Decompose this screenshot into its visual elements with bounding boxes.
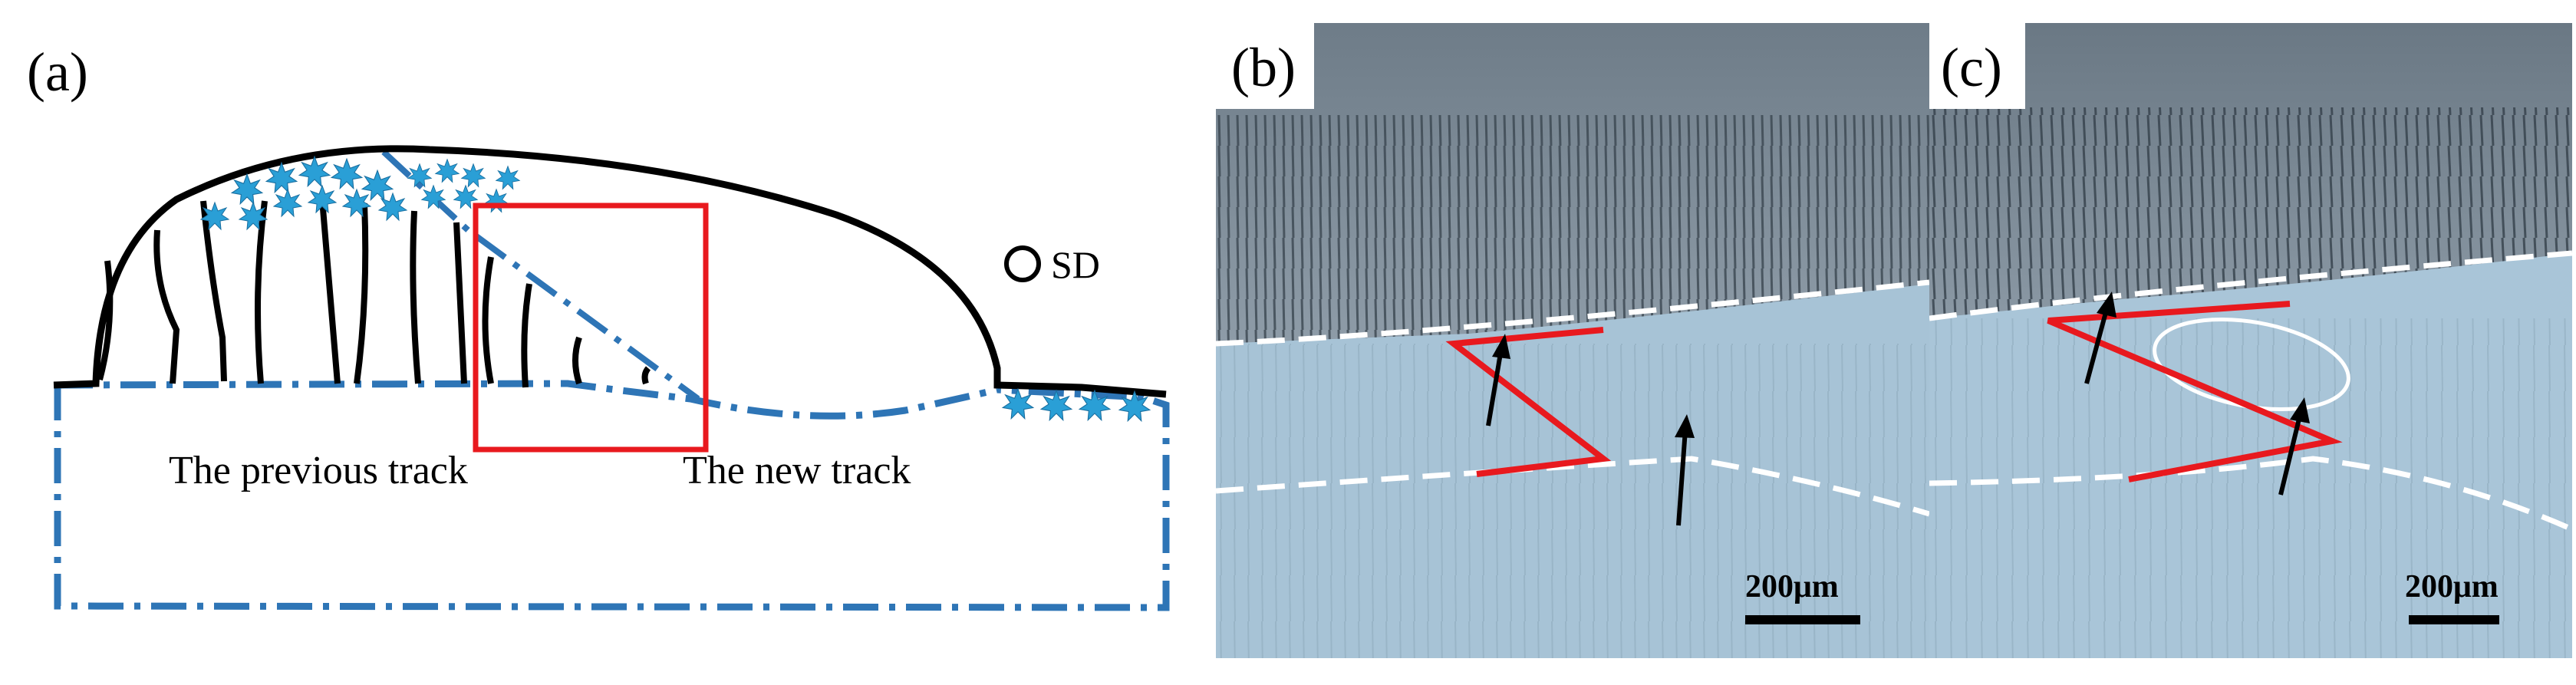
micrograph-b-image: (b) 200μm: [1216, 23, 1929, 658]
fusion-line-lower: [1216, 456, 1929, 517]
fusion-line-upper: [1216, 279, 1929, 347]
substrate-boundary: [54, 385, 1170, 611]
new-track-label: The new track: [683, 449, 911, 492]
sd-legend-circle-icon: [1004, 245, 1041, 282]
panel-label-c: (c): [1941, 37, 2002, 98]
schematic-panel: (a): [0, 0, 1212, 681]
panel-label-a: (a): [27, 41, 88, 103]
up-arrow-icon: [2278, 397, 2310, 496]
micrograph-c-image: (c) 200μm: [1929, 23, 2572, 658]
micrograph-b: (b) 200μm: [1216, 23, 1929, 658]
zigzag-path: [1445, 327, 1612, 477]
scale-bar-b: [1745, 615, 1860, 624]
scale-bar-label-c: 200μm: [2405, 569, 2499, 604]
panel-label-b: (b): [1231, 37, 1296, 98]
fusion-line-lower: [1929, 456, 2572, 532]
micrograph-c: (c) 200μm: [1929, 23, 2572, 658]
up-arrow-icon: [1486, 334, 1510, 426]
highlight-box: [473, 203, 709, 453]
inter-track-boundary: [381, 150, 700, 402]
up-arrow-icon: [2084, 291, 2116, 384]
legend-label: SD: [1051, 243, 1100, 286]
columnar-grains: [97, 199, 651, 388]
schematic-diagram: (a): [27, 41, 1170, 611]
zigzag-path: [2047, 301, 2343, 482]
fusion-boundary: [57, 380, 999, 420]
up-arrow-icon: [1675, 414, 1695, 526]
previous-track-label: The previous track: [169, 449, 468, 492]
scale-bar-c: [2409, 615, 2499, 624]
track-outline: [53, 145, 1167, 398]
scale-bar-label-b: 200μm: [1745, 569, 1839, 604]
